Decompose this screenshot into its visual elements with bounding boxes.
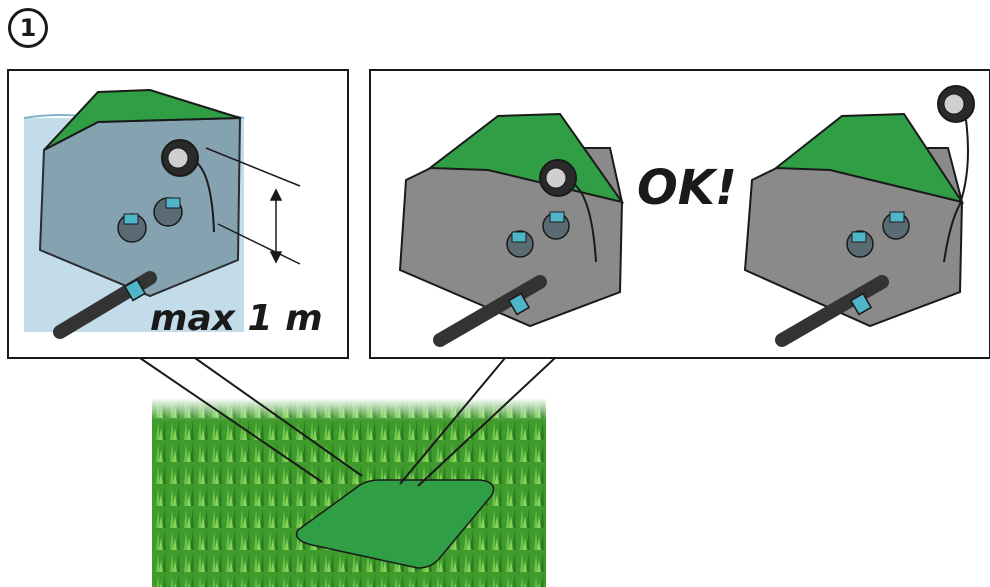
max-depth-dimension — [205, 147, 301, 265]
step-number-badge: 1 — [8, 8, 48, 48]
ok-label: OK! — [637, 160, 737, 216]
valve-box-option-b — [743, 85, 975, 347]
valve-box-lid-in-lawn — [295, 479, 495, 569]
callout-lines — [139, 357, 556, 487]
max-depth-label: max 1 m — [150, 298, 323, 339]
panel-right — [369, 69, 990, 359]
valve-box-option-a — [398, 112, 625, 347]
step-number: 1 — [19, 14, 37, 42]
panel-left — [7, 69, 349, 359]
